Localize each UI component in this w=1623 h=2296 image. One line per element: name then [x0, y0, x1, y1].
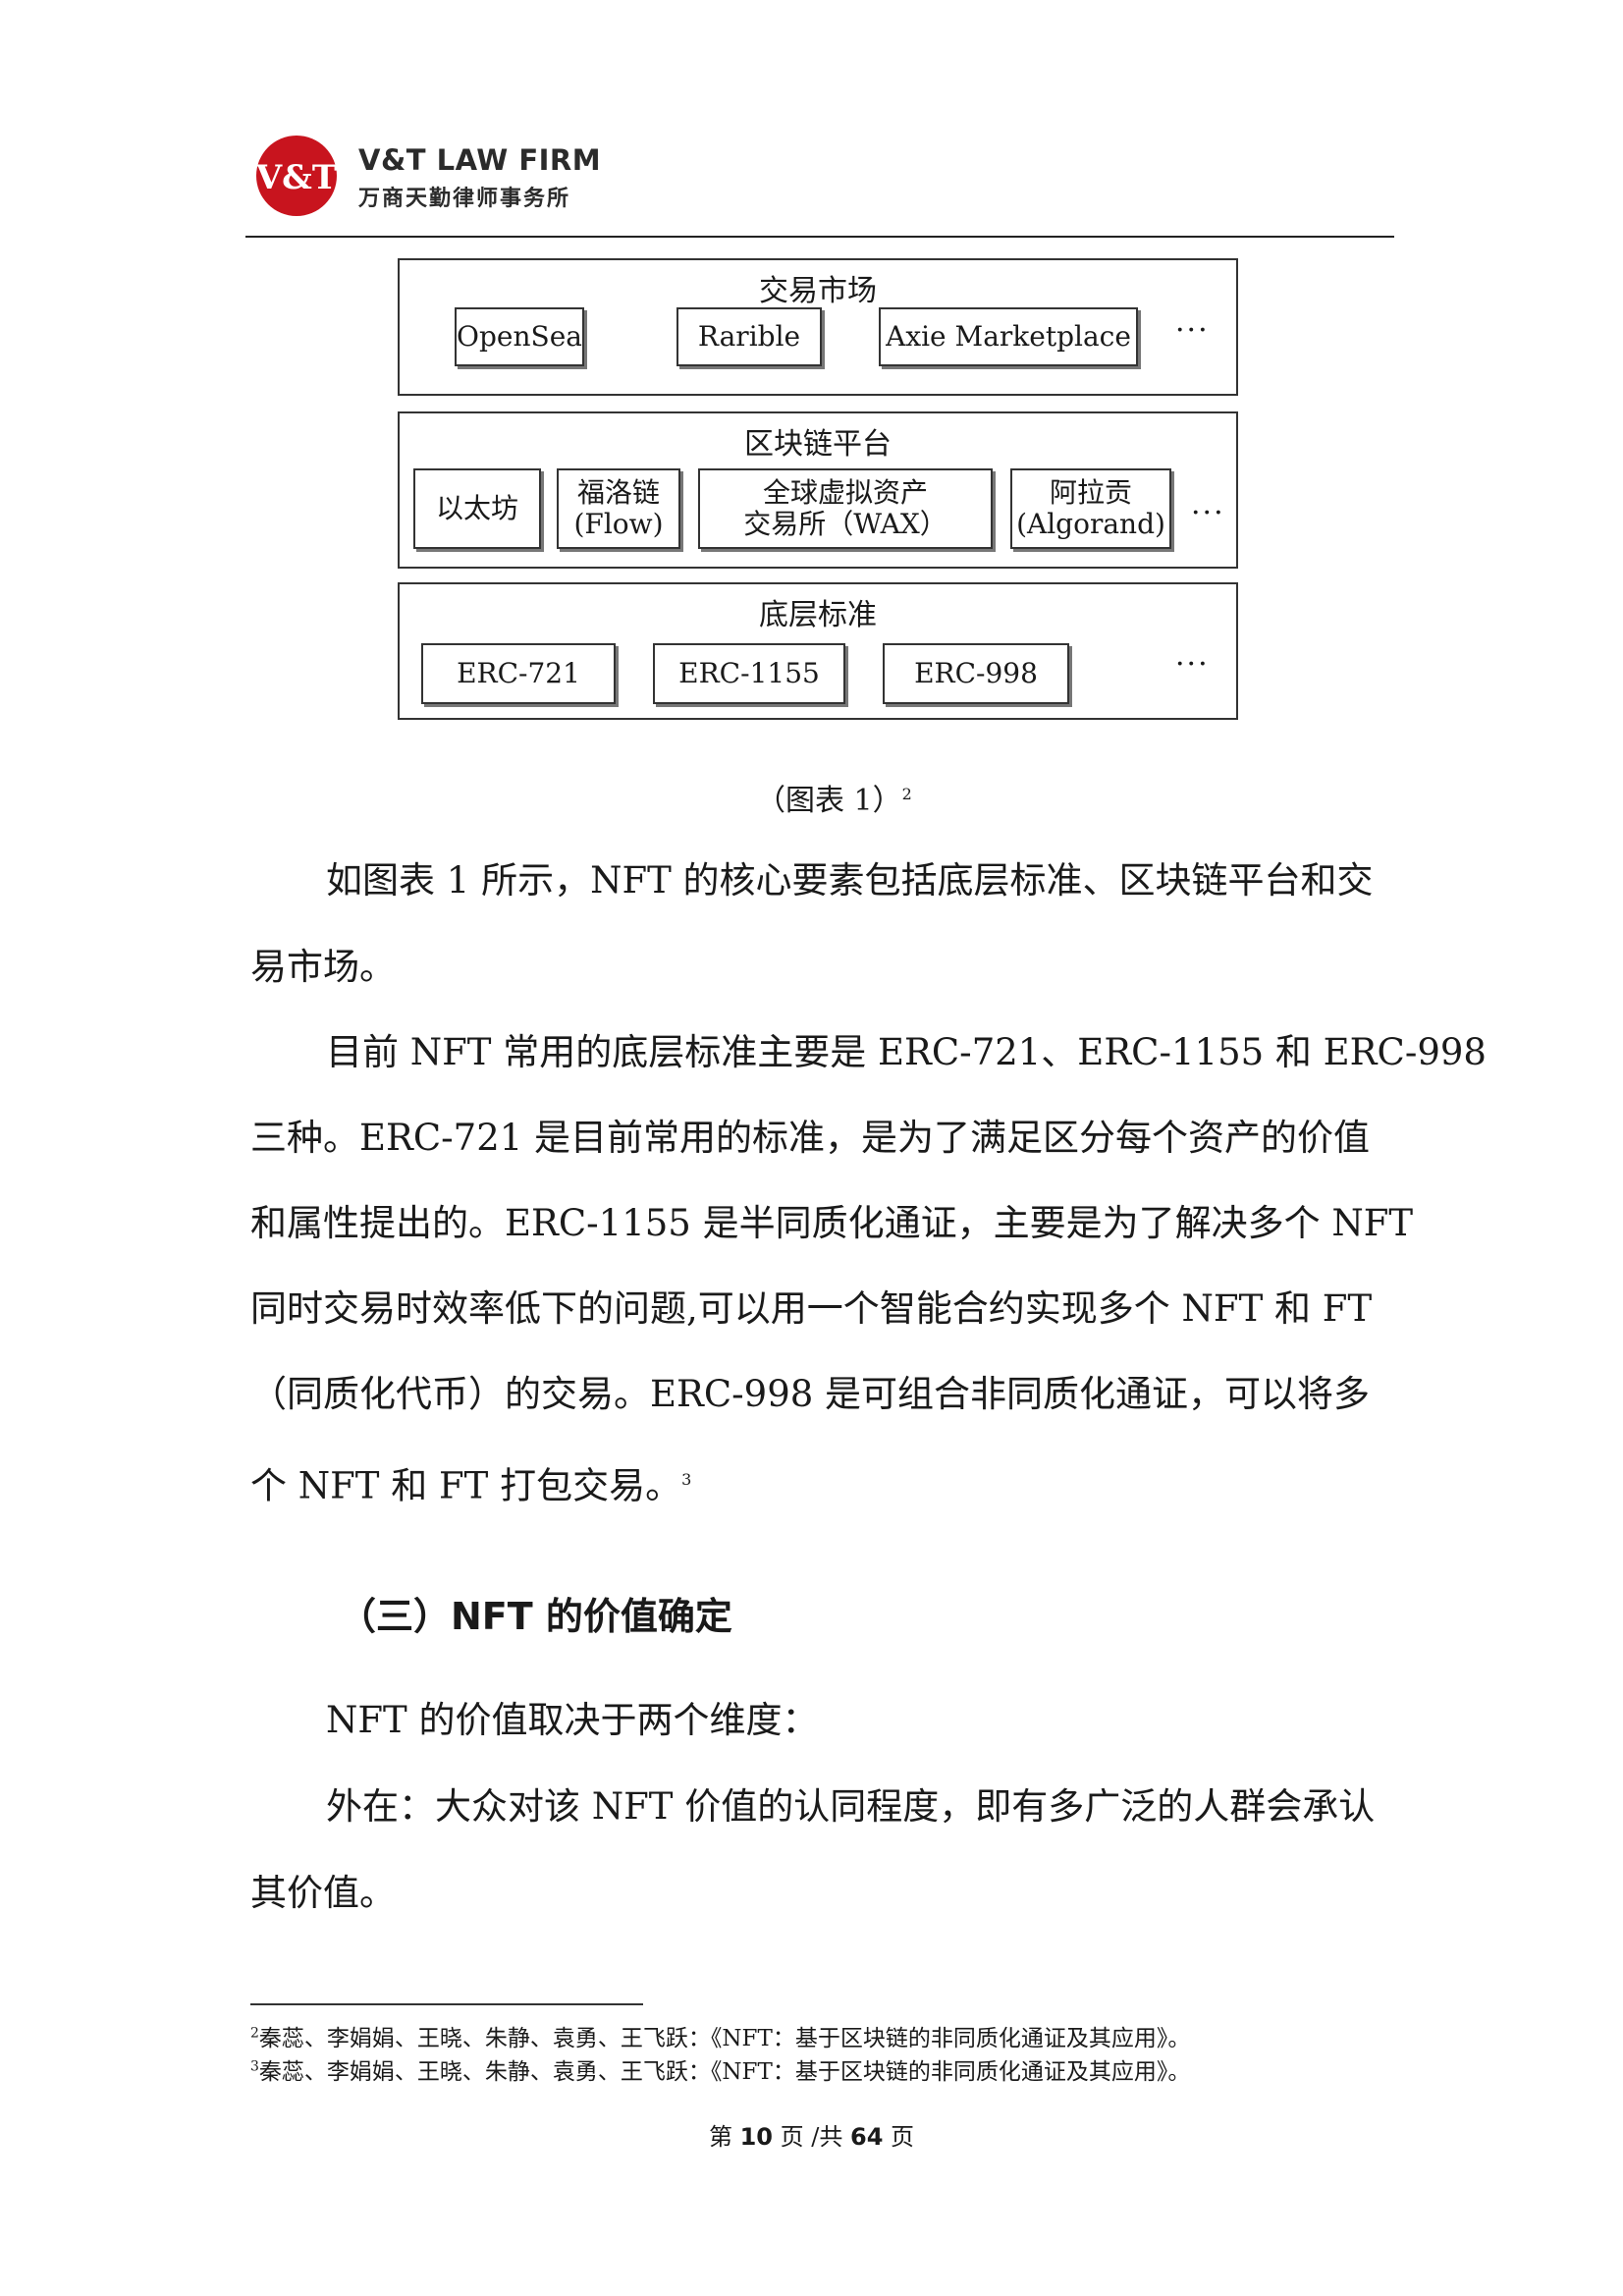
- svg-text:V&T: V&T: [255, 158, 337, 197]
- header-divider: [245, 236, 1394, 238]
- platform-more-dots: ···: [1191, 496, 1225, 530]
- standard-layer: 底层标准 ERC-721 ERC-1155 ERC-998 ···: [398, 582, 1238, 720]
- platform-layer-title: 区块链平台: [744, 427, 892, 462]
- paragraph-2-line-2: 三种。ERC-721 是目前常用的标准，是为了满足区分每个资产的价值: [250, 1117, 1371, 1159]
- firm-logo: V&T: [255, 136, 337, 216]
- footnote-ref-3[interactable]: 3: [681, 1470, 692, 1489]
- page-header: V&T V&T LAW FIRM 万商天勤律师事务所: [245, 130, 1394, 240]
- node-flow: 福洛链(Flow): [557, 468, 680, 549]
- standard-more-dots: ···: [1175, 647, 1210, 682]
- node-erc-998: ERC-998: [883, 643, 1069, 704]
- paragraph-2-line-6: 个 NFT 和 FT 打包交易。3: [250, 1464, 692, 1507]
- node-axie-marketplace: Axie Marketplace: [879, 307, 1138, 366]
- standard-layer-title: 底层标准: [759, 598, 877, 632]
- paragraph-2-line-5: （同质化代币）的交易。ERC-998 是可组合非同质化通证，可以将多: [250, 1373, 1371, 1415]
- market-layer: 交易市场 OpenSea Rarible Axie Marketplace ··…: [398, 258, 1238, 396]
- paragraph-4-line-2: 其价值。: [250, 1872, 396, 1914]
- paragraph-2-line-4: 同时交易时效率低下的问题,可以用一个智能合约实现多个 NFT 和 FT: [250, 1287, 1373, 1330]
- footnote-3: 3秦蕊、李娟娟、王晓、朱静、袁勇、王飞跃：《NFT：基于区块链的非同质化通证及其…: [250, 2058, 1191, 2085]
- firm-name-cn: 万商天勤律师事务所: [358, 187, 571, 211]
- node-wax: 全球虚拟资产交易所（WAX）: [698, 468, 993, 549]
- node-algorand: 阿拉贡(Algorand): [1010, 468, 1171, 549]
- current-page: 10: [739, 2123, 773, 2151]
- node-erc-1155: ERC-1155: [653, 643, 845, 704]
- paragraph-4-line-1: 外在：大众对该 NFT 价值的认同程度，即有多广泛的人群会承认: [326, 1785, 1376, 1828]
- footnote-divider: [250, 2003, 643, 2005]
- paragraph-2-line-1: 目前 NFT 常用的底层标准主要是 ERC-721、ERC-1155 和 ERC…: [326, 1031, 1487, 1073]
- total-pages: 64: [850, 2123, 884, 2151]
- firm-name-en: V&T LAW FIRM: [358, 143, 602, 177]
- paragraph-1-line-1: 如图表 1 所示，NFT 的核心要素包括底层标准、区块链平台和交: [326, 859, 1374, 902]
- platform-layer: 区块链平台 以太坊 福洛链(Flow) 全球虚拟资产交易所（WAX） 阿拉贡(A…: [398, 411, 1238, 569]
- paragraph-3: NFT 的价值取决于两个维度：: [326, 1699, 819, 1741]
- node-erc-721: ERC-721: [421, 643, 616, 704]
- node-ethereum: 以太坊: [413, 468, 541, 549]
- node-opensea: OpenSea: [455, 307, 584, 366]
- paragraph-1-line-2: 易市场。: [250, 946, 396, 988]
- paragraph-2-line-3: 和属性提出的。ERC-1155 是半同质化通证，主要是为了解决多个 NFT: [250, 1202, 1414, 1244]
- market-more-dots: ···: [1175, 313, 1210, 348]
- section-heading: （三）NFT 的价值确定: [339, 1595, 732, 1638]
- figure-caption: （图表 1）2: [756, 784, 912, 818]
- node-rarible: Rarible: [676, 307, 822, 366]
- page-footer: 第 10 页 /共 64 页: [708, 2123, 915, 2151]
- nft-elements-diagram: 交易市场 OpenSea Rarible Axie Marketplace ··…: [398, 258, 1242, 720]
- footnote-2: 2秦蕊、李娟娟、王晓、朱静、袁勇、王飞跃：《NFT：基于区块链的非同质化通证及其…: [250, 2025, 1191, 2051]
- market-layer-title: 交易市场: [759, 274, 877, 308]
